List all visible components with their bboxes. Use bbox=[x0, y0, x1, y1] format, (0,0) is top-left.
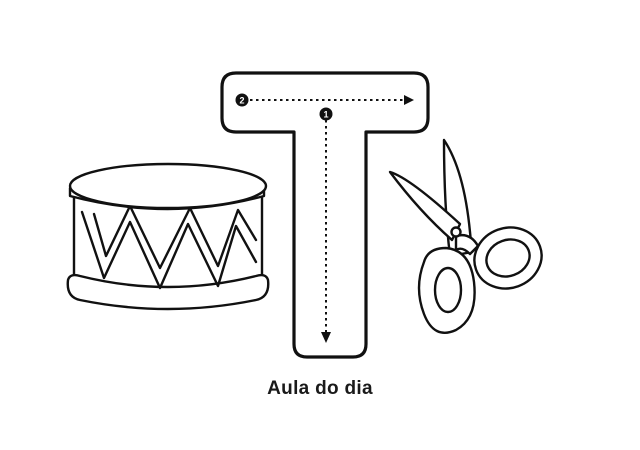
caption: Aula do dia bbox=[267, 378, 373, 399]
stroke-1-guide bbox=[321, 120, 331, 343]
stroke-2-number: 2 bbox=[239, 96, 244, 106]
letter-t-outline bbox=[220, 71, 430, 359]
drum-icon bbox=[66, 162, 270, 311]
stroke-1-number: 1 bbox=[323, 110, 328, 120]
stroke-2-badge: 2 bbox=[235, 93, 249, 107]
scissors-icon bbox=[388, 138, 543, 334]
stroke-2-guide bbox=[250, 95, 414, 105]
stroke-1-badge: 1 bbox=[319, 107, 333, 121]
